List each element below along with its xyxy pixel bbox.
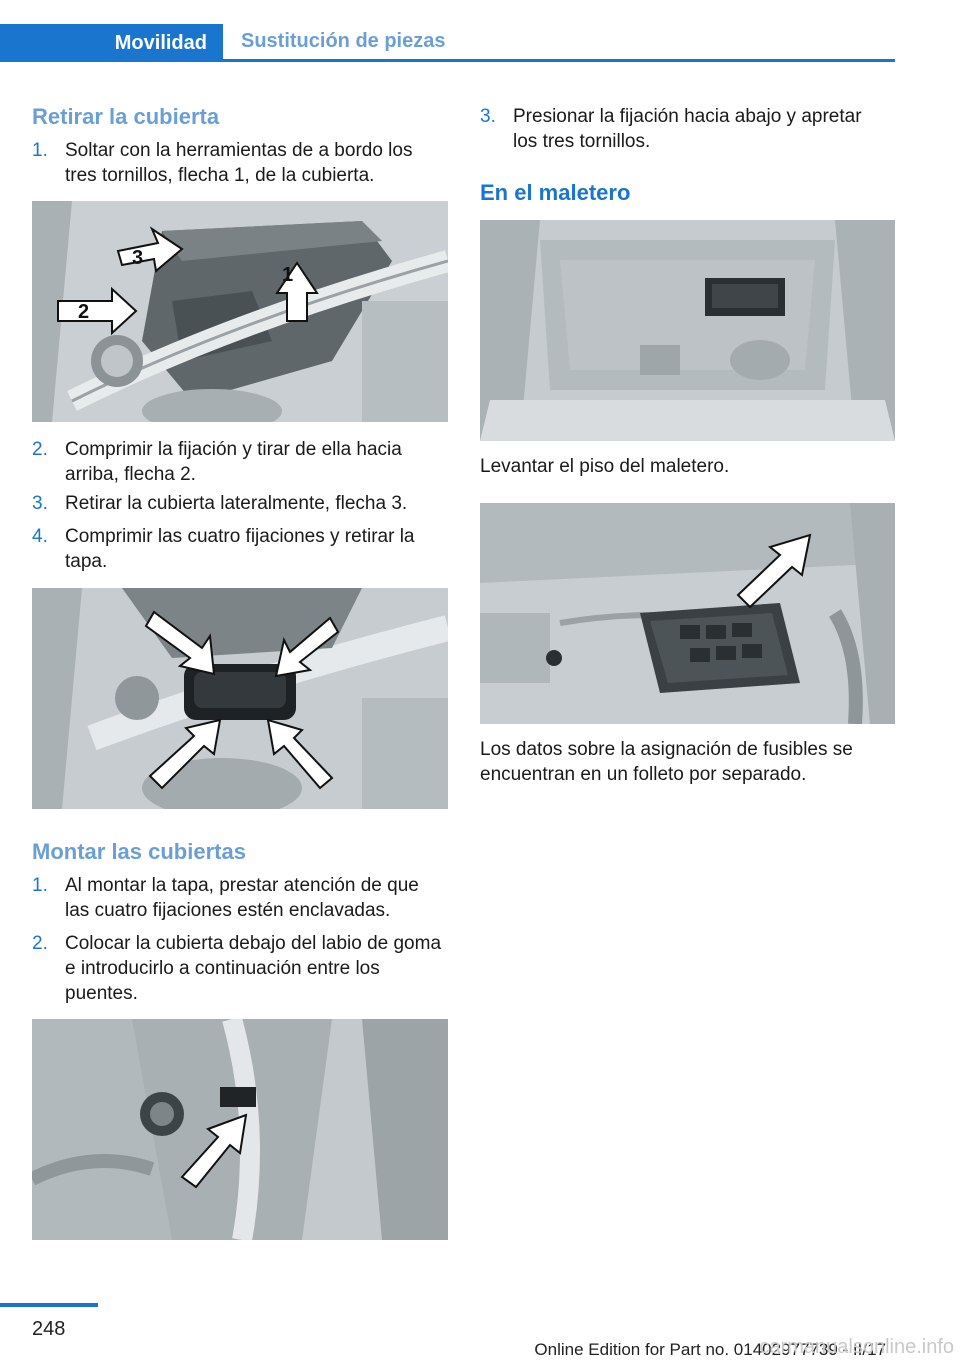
step-number: 3. — [32, 493, 48, 514]
step-text: Presionar la fijación hacia abajo y apre… — [513, 106, 862, 152]
footer-accent-line — [0, 1303, 98, 1307]
callout-1: 1 — [282, 264, 293, 286]
figure-engine-cover-screws: 1 3 2 — [32, 201, 448, 422]
header-tab-sustitucion[interactable]: Sustitución de piezas — [223, 24, 895, 62]
step-number: 3. — [480, 106, 496, 127]
paragraph-fusibles: Los datos sobre la asignación de fusible… — [480, 739, 853, 785]
step-number: 1. — [32, 875, 48, 896]
section-title-montar: Montar las cubiertas — [32, 839, 246, 864]
figure-fuse-box — [480, 503, 895, 724]
header-tab-movilidad[interactable]: Movilidad — [0, 24, 223, 62]
step-text: Colocar la cubierta debajo del labio de … — [65, 933, 442, 1004]
step-text: Retirar la cubierta lateralmente, flecha… — [65, 493, 408, 514]
callout-3: 3 — [132, 247, 143, 269]
step-number: 2. — [32, 933, 48, 954]
step-number: 2. — [32, 439, 48, 460]
watermark: carmanualsonline.info — [759, 1336, 954, 1358]
step-text: Al montar la tapa, prestar atención de q… — [65, 875, 419, 921]
step-number: 1. — [32, 140, 48, 161]
section-title-retirar: Retirar la cubierta — [32, 104, 220, 129]
step-number: 4. — [32, 526, 48, 547]
figure-rubber-lip — [32, 1019, 448, 1240]
figure-cover-four-clips — [32, 588, 448, 809]
section-title-maletero: En el maletero — [480, 180, 631, 205]
step-text: Comprimir la fijación y tirar de ella ha… — [65, 439, 402, 485]
callout-2: 2 — [78, 301, 89, 323]
footer-edition: Online Edition for Part no. 01402977739 … — [534, 1340, 886, 1359]
step-text: Comprimir las cuatro fijaciones y retira… — [65, 526, 415, 572]
figure-trunk-floor — [480, 220, 895, 441]
step-text: Soltar con la herramientas de a bordo lo… — [65, 140, 413, 186]
paragraph-levantar: Levantar el piso del maletero. — [480, 456, 730, 477]
page-number: 248 — [32, 1318, 66, 1340]
